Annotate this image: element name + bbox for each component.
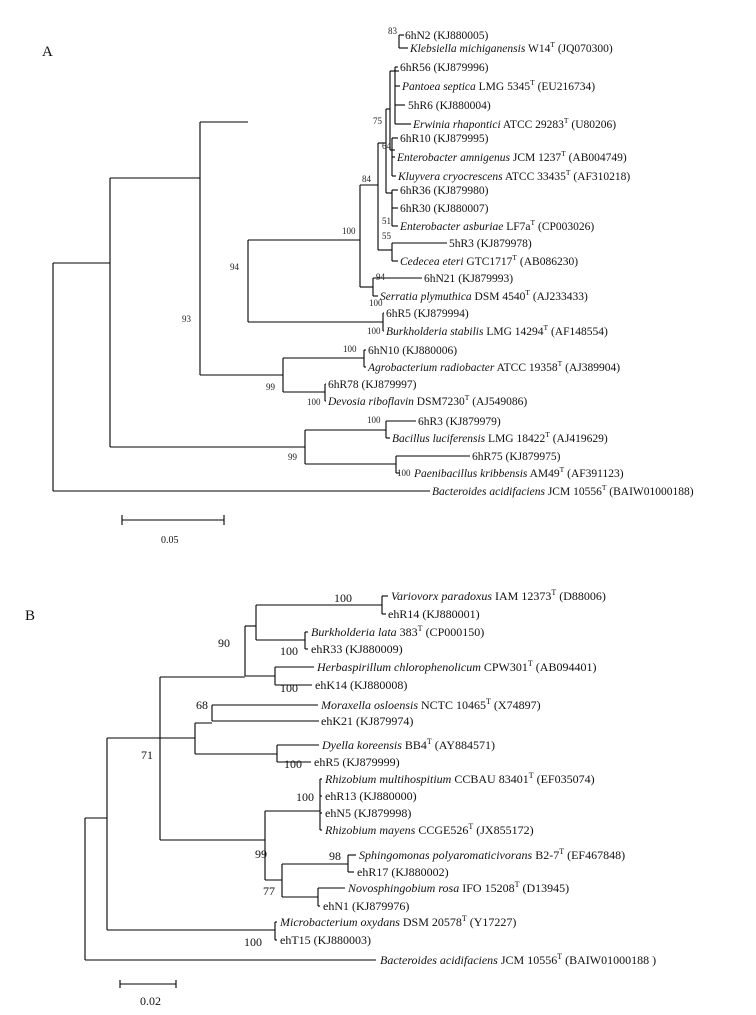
bootstrap-value: 99 [288, 452, 298, 462]
scale-bar-label: 0.02 [140, 994, 161, 1008]
taxon-label: ehK14 (KJ880008) [315, 678, 407, 692]
taxon-label: Kluyvera cryocrescens ATCC 33435T (AF310… [397, 168, 630, 183]
taxon-label: Dyella koreensis BB4T (AY884571) [321, 737, 495, 752]
bootstrap-value: 94 [230, 262, 240, 272]
taxon-label: Novosphingobium rosa IFO 15208T (D13945) [347, 880, 569, 895]
taxon-label: Bacillus luciferensis LMG 18422T (AJ4196… [392, 430, 608, 445]
bootstrap-value: 51 [382, 216, 391, 226]
bootstrap-value: 100 [296, 790, 314, 804]
taxon-label: Variovorx paradoxus IAM 12373T (D88006) [391, 588, 606, 603]
bootstrap-value: 100 [334, 591, 352, 605]
panel-b: B [25, 588, 656, 1008]
bootstrap-value: 100 [280, 644, 298, 658]
bootstrap-value: 83 [388, 26, 398, 36]
bootstrap-value: 90 [218, 636, 230, 650]
taxon-label: ehR14 (KJ880001) [388, 607, 480, 621]
bootstrap-value: 77 [263, 884, 275, 898]
bootstrap-value: 99 [255, 847, 267, 861]
bootstrap-value: 100 [280, 681, 298, 695]
taxon-label: ehN5 (KJ879998) [325, 806, 411, 820]
taxon-label: 6hR56 (KJ879996) [400, 62, 489, 74]
taxon-label: 6hR75 (KJ879975) [472, 451, 561, 463]
taxon-label: 6hN2 (KJ880005) [405, 30, 489, 42]
taxon-label: 5hR6 (KJ880004) [408, 100, 491, 112]
panel-a-branches [52, 34, 470, 492]
panel-a-taxa: 6hN2 (KJ880005) Klebsiella michiganensis… [327, 30, 694, 498]
taxon-label: Enterobacter asburiae LF7aT (CP003026) [399, 218, 594, 233]
taxon-label: Microbacterium oxydans DSM 20578T (Y1722… [279, 914, 516, 929]
taxon-label: 6hR3 (KJ879979) [418, 416, 501, 428]
taxon-label: 6hR5 (KJ879994) [386, 308, 469, 320]
taxon-label: ehN1 (KJ879976) [323, 899, 409, 913]
taxon-label: Herbaspirillum chlorophenolicum CPW301T … [316, 659, 596, 674]
taxon-label: Rhizobium mayens CCGE526T (JX855172) [324, 822, 534, 837]
bootstrap-value: 64 [382, 141, 392, 151]
bootstrap-value: 98 [329, 849, 341, 863]
taxon-label: ehR33 (KJ880009) [311, 642, 403, 656]
bootstrap-value: 100 [367, 415, 381, 425]
bootstrap-value: 55 [382, 231, 392, 241]
taxon-label: Devosia riboflavin DSM7230T (AJ549086) [327, 393, 527, 408]
panel-a-label: A [42, 44, 53, 60]
bootstrap-value: 75 [373, 116, 383, 126]
taxon-label: Bacteroides acidifaciens JCM 10556T (BAI… [432, 483, 694, 498]
taxon-label: 6hN10 (KJ880006) [368, 345, 457, 357]
taxon-label: 6hR30 (KJ880007) [400, 203, 489, 215]
taxon-label: 6hR36 (KJ879980) [400, 185, 489, 197]
bootstrap-value: 68 [196, 698, 208, 712]
bootstrap-value: 100 [244, 935, 262, 949]
taxon-label: Rhizobium multihospitium CCBAU 83401T (E… [324, 771, 595, 786]
taxon-label: Enterobacter amnigenus JCM 1237T (AB0047… [396, 149, 627, 164]
taxon-label: 6hR10 (KJ879995) [400, 133, 489, 145]
taxon-label: Bacteroides acidifaciens JCM 10556T (BAI… [380, 952, 656, 967]
taxon-label: Paenibacillus kribbensis AM49T (AF391123… [413, 465, 624, 480]
bootstrap-value: 100 [343, 344, 357, 354]
bootstrap-value: 100 [369, 298, 383, 308]
bootstrap-value: 99 [266, 382, 276, 392]
scale-bar-label: 0.05 [161, 535, 179, 546]
panel-b-scale-bar: 0.02 [119, 980, 177, 1008]
panel-a: A [42, 26, 694, 546]
panel-b-label: B [25, 608, 35, 624]
bootstrap-value: 93 [182, 314, 192, 324]
taxon-label: 6hN21 (KJ879993) [424, 273, 513, 285]
bootstrap-value: 84 [362, 174, 372, 184]
taxon-label: Burkholderia lata 383T (CP000150) [311, 624, 484, 639]
bootstrap-value: 100 [367, 326, 381, 336]
bootstrap-value: 100 [307, 397, 321, 407]
taxon-label: ehR17 (KJ880002) [357, 865, 449, 879]
panel-a-scale-bar: 0.05 [121, 515, 225, 546]
taxon-label: Klebsiella michiganensis W14T (JQ070300) [409, 40, 613, 55]
taxon-label: Erwinia rhapontici ATCC 29283T (U80206) [412, 116, 616, 131]
taxon-label: 5hR3 (KJ879978) [449, 238, 532, 250]
bootstrap-value: 100 [397, 468, 411, 478]
panel-b-taxa: Variovorx paradoxus IAM 12373T (D88006) … [279, 588, 656, 967]
taxon-label: Moraxella osloensis NCTC 10465T (X74897) [320, 697, 541, 712]
bootstrap-value: 100 [342, 226, 356, 236]
taxon-label: ehK21 (KJ879974) [321, 714, 413, 728]
bootstrap-value: 94 [376, 272, 386, 282]
taxon-label: 6hR78 (KJ879997) [328, 379, 417, 391]
taxon-label: Serratia plymuthica DSM 4540T (AJ233433) [380, 288, 588, 303]
panel-a-bootstrap-values: 83 75 64 84 51 55 100 94 94 100 93 100 1… [182, 26, 411, 478]
taxon-label: Sphingomonas polyaromaticivorans B2-7T (… [359, 847, 625, 862]
bootstrap-value: 100 [284, 757, 302, 771]
taxon-label: Cedecea eteri GTC1717T (AB086230) [400, 253, 578, 268]
taxon-label: Agrobacterium radiobacter ATCC 19358T (A… [367, 359, 620, 374]
taxon-label: Burkholderia stabilis LMG 14294T (AF1485… [386, 323, 608, 338]
panel-b-branches [84, 595, 388, 961]
taxon-label: Pantoea septica LMG 5345T (EU216734) [401, 78, 595, 93]
taxon-label: ehR5 (KJ879999) [314, 755, 400, 769]
panel-b-bootstrap-values: 100 90 100 100 68 100 71 100 98 99 77 10… [141, 591, 352, 949]
taxon-label: ehR13 (KJ880000) [325, 789, 417, 803]
bootstrap-value: 71 [141, 748, 153, 762]
taxon-label: ehT15 (KJ880003) [280, 933, 371, 947]
